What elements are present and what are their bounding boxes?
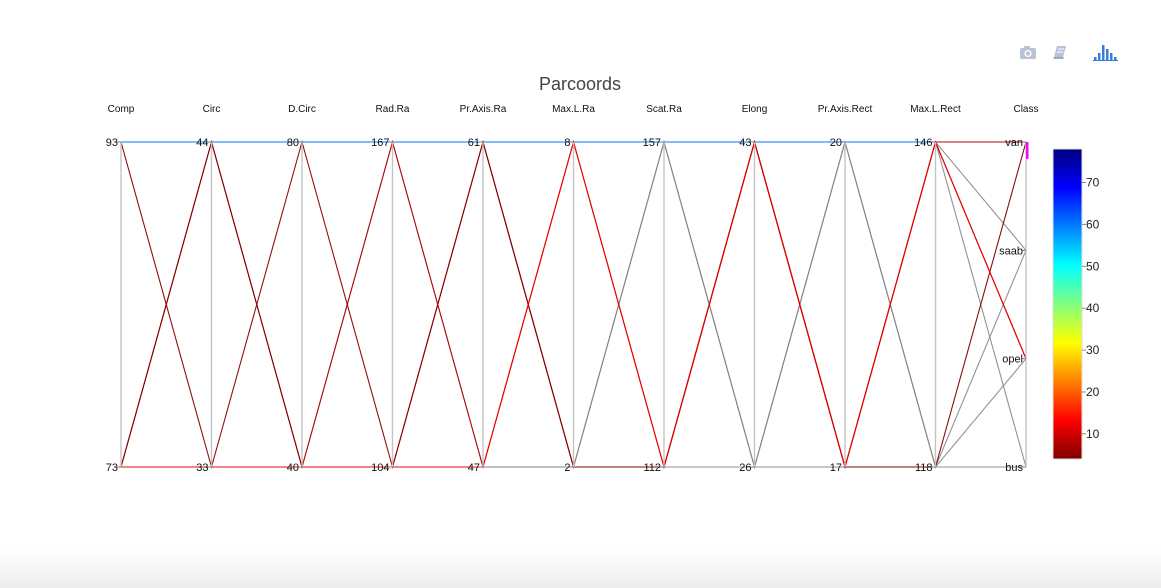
colorbar-scale bbox=[1052, 148, 1083, 460]
plotly-logo-icon[interactable] bbox=[1092, 40, 1122, 66]
tick-label: 8 bbox=[564, 137, 570, 149]
tick-label: 146 bbox=[914, 137, 932, 149]
tick-label: 40 bbox=[287, 462, 299, 474]
colorbar-tick-label: 50 bbox=[1086, 259, 1100, 273]
axis-scat-ra[interactable]: Scat.Ra 112 157 bbox=[643, 104, 683, 474]
tick-label: 80 bbox=[287, 137, 299, 149]
colorbar-tick-label: 70 bbox=[1086, 176, 1100, 190]
axis-label: Pr.Axis.Ra bbox=[460, 104, 507, 115]
axis-label: Rad.Ra bbox=[376, 104, 410, 115]
colorbar-tick-label: 40 bbox=[1086, 301, 1100, 315]
tick-label: van bbox=[1005, 137, 1023, 149]
tick-label: opel bbox=[1002, 354, 1023, 366]
colorbar-tick-label: 10 bbox=[1086, 427, 1100, 441]
axis-label: Elong bbox=[742, 104, 768, 115]
tick-label: 47 bbox=[468, 462, 480, 474]
camera-icon[interactable] bbox=[1014, 40, 1040, 66]
axis-label: Scat.Ra bbox=[646, 104, 682, 115]
colorbar-ticks: 10 20 30 40 50 60 70 bbox=[1082, 176, 1100, 441]
axis-label: Pr.Axis.Rect bbox=[818, 104, 873, 115]
colorbar-tick-label: 30 bbox=[1086, 343, 1100, 357]
axis-label: Max.L.Rect bbox=[910, 104, 961, 115]
axis-label: Circ bbox=[203, 104, 221, 115]
axis-label: D.Circ bbox=[288, 104, 316, 115]
tick-label: 20 bbox=[830, 137, 842, 149]
tick-label: 2 bbox=[564, 462, 570, 474]
axis-max-l-ra[interactable]: Max.L.Ra 2 8 bbox=[552, 104, 595, 474]
colorbar: 10 20 30 40 50 60 70 bbox=[1052, 148, 1100, 460]
axis-circ[interactable]: Circ 33 44 bbox=[196, 104, 220, 474]
tick-label: 104 bbox=[371, 462, 389, 474]
edit-icon[interactable] bbox=[1046, 40, 1072, 66]
tick-label: 167 bbox=[371, 137, 389, 149]
colorbar-tick-label: 20 bbox=[1086, 385, 1100, 399]
colorbar-tick-label: 60 bbox=[1086, 217, 1100, 231]
tick-label: 26 bbox=[739, 462, 751, 474]
axis-label: Max.L.Ra bbox=[552, 104, 595, 115]
tick-label: 112 bbox=[643, 462, 661, 474]
axis-d-circ[interactable]: D.Circ 40 80 bbox=[287, 104, 316, 474]
axis-pr-axis-rect[interactable]: Pr.Axis.Rect 17 20 bbox=[818, 104, 873, 474]
axis-rad-ra[interactable]: Rad.Ra 104 167 bbox=[371, 104, 410, 474]
axis-pr-axis-ra[interactable]: Pr.Axis.Ra 47 61 bbox=[460, 104, 507, 474]
axis-label: Comp bbox=[108, 104, 135, 115]
tick-label: 43 bbox=[739, 137, 751, 149]
axis-class[interactable]: Class bus opel saab van bbox=[999, 104, 1038, 474]
axis-elong[interactable]: Elong 26 43 bbox=[739, 104, 767, 474]
axis-max-l-rect[interactable]: Max.L.Rect 118 146 bbox=[910, 104, 961, 474]
tick-label: 17 bbox=[830, 462, 842, 474]
tick-label: 33 bbox=[196, 462, 208, 474]
axis-comp[interactable]: Comp 73 93 bbox=[106, 104, 135, 474]
chart-title: Parcoords bbox=[539, 74, 621, 94]
parcoords-chart: Parcoords Comp 73 93 Circ 33 44 D.Circ 40 80 Rad.… bbox=[106, 74, 1100, 474]
axes-layer: Comp 73 93 Circ 33 44 D.Circ 40 80 Rad.Ra 104 167 Pr… bbox=[106, 104, 1039, 474]
tick-label: 157 bbox=[643, 137, 661, 149]
tick-label: 73 bbox=[106, 462, 118, 474]
axis-label: Class bbox=[1013, 104, 1038, 115]
bottom-fade bbox=[0, 548, 1161, 588]
selection-brush[interactable] bbox=[1026, 142, 1029, 159]
modebar bbox=[1012, 40, 1132, 66]
tick-label: 118 bbox=[915, 462, 933, 474]
tick-label: 93 bbox=[106, 137, 118, 149]
tick-label: saab bbox=[999, 245, 1023, 257]
tick-label: bus bbox=[1005, 462, 1023, 474]
tick-label: 61 bbox=[468, 137, 480, 149]
tick-label: 44 bbox=[196, 137, 208, 149]
